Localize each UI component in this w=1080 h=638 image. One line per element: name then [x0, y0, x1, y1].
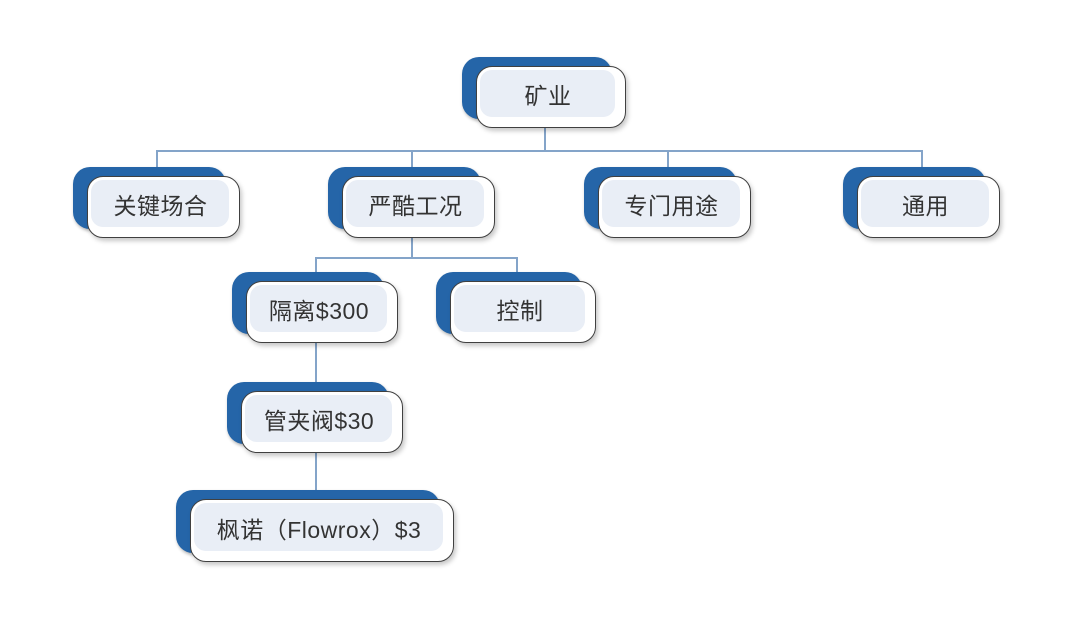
node-card: 矿业 — [476, 66, 626, 128]
node-label: 通用 — [902, 193, 949, 219]
node-flowrox[interactable]: 枫诺（Flowrox）$3 — [176, 490, 454, 562]
node-special-purpose[interactable]: 专门用途 — [584, 167, 751, 238]
connector-root-riser — [544, 127, 546, 151]
connector-pinch-valve-to-flowrox — [315, 451, 317, 492]
node-label: 枫诺（Flowrox）$3 — [216, 516, 422, 543]
node-label: 专门用途 — [624, 193, 719, 219]
node-card: 严酷工况 — [342, 176, 495, 238]
node-card: 枫诺（Flowrox）$3 — [190, 499, 454, 562]
node-fill-shape — [346, 180, 484, 227]
node-fill-shape — [245, 395, 392, 442]
node-mining[interactable]: 矿业 — [462, 57, 626, 128]
connector-stub-special-purpose — [667, 150, 669, 171]
node-isolation[interactable]: 隔离$300 — [232, 272, 398, 343]
node-label: 隔离$300 — [268, 298, 370, 324]
node-fill-shape — [480, 70, 615, 117]
node-fill-shape — [194, 503, 443, 551]
connector-stub-critical-applications — [156, 150, 158, 171]
node-card: 控制 — [450, 281, 596, 343]
connector-level2-bus — [315, 257, 517, 259]
node-fill-shape — [861, 180, 989, 227]
connector-stub-control — [516, 257, 518, 276]
node-card: 隔离$300 — [246, 281, 398, 343]
connector-stub-isolation — [315, 257, 317, 276]
node-card: 通用 — [857, 176, 1000, 238]
connector-harsh-riser — [411, 237, 413, 258]
connector-isolation-to-pinch-valve — [315, 341, 317, 384]
node-card: 关键场合 — [87, 176, 240, 238]
node-label: 管夹阀$30 — [263, 408, 375, 434]
node-label: 严酷工况 — [368, 193, 463, 219]
node-label: 矿业 — [524, 83, 572, 109]
node-fill-shape — [602, 180, 740, 227]
connector-stub-harsh-conditions — [411, 150, 413, 171]
node-pinch-valve[interactable]: 管夹阀$30 — [227, 382, 403, 453]
node-fill-shape — [454, 285, 585, 332]
node-fill-shape — [250, 285, 387, 332]
node-harsh-conditions[interactable]: 严酷工况 — [328, 167, 495, 238]
node-card: 管夹阀$30 — [241, 391, 403, 453]
node-label: 关键场合 — [113, 193, 208, 219]
connector-stub-general-purpose — [921, 150, 923, 171]
node-critical-applications[interactable]: 关键场合 — [73, 167, 240, 238]
node-fill-shape — [91, 180, 229, 227]
node-general-purpose[interactable]: 通用 — [843, 167, 1000, 238]
connector-level1-bus — [156, 150, 922, 152]
node-label: 控制 — [496, 298, 544, 324]
node-control[interactable]: 控制 — [436, 272, 596, 343]
node-card: 专门用途 — [598, 176, 751, 238]
